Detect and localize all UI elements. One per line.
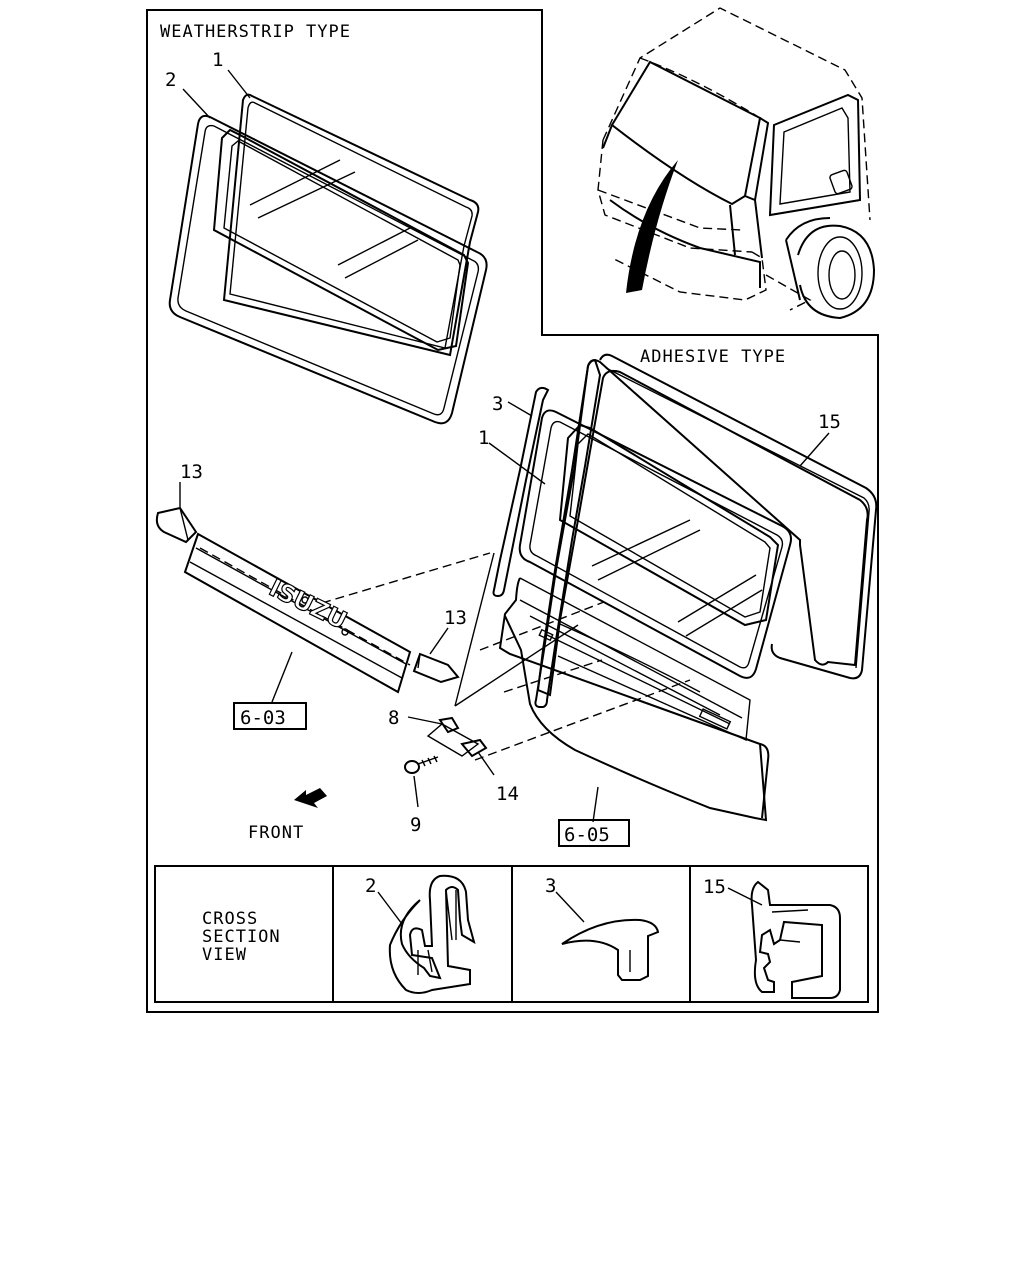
ref-605-label: 6-05 bbox=[564, 824, 610, 846]
front-direction-label: FRONT bbox=[248, 823, 304, 843]
section-label-2: 2 bbox=[365, 875, 376, 897]
callout-fastener-14: 14 bbox=[496, 783, 519, 805]
adhesive-molding-seal bbox=[536, 353, 878, 697]
lower-front-panel bbox=[498, 577, 770, 822]
callout-trim-13-left: 13 bbox=[180, 461, 203, 483]
adhesive-type-title: ADHESIVE TYPE bbox=[640, 347, 786, 367]
cross-section-caption-2: SECTION bbox=[202, 927, 281, 947]
section-profile-dam bbox=[561, 918, 660, 981]
callout-ad-3: 3 bbox=[492, 393, 503, 415]
front-arrow-icon bbox=[294, 788, 327, 808]
callout-ad-1: 1 bbox=[478, 427, 489, 449]
callout-screw-9: 9 bbox=[410, 814, 421, 836]
truck-cab-illustration bbox=[597, 7, 876, 320]
cross-section-caption-3: VIEW bbox=[202, 945, 247, 965]
adhesive-windshield bbox=[518, 409, 792, 679]
callout-clip-8: 8 bbox=[388, 707, 399, 729]
weatherstrip-seal-frame bbox=[222, 93, 480, 357]
section-label-3: 3 bbox=[545, 875, 556, 897]
callout-ws-1: 1 bbox=[212, 49, 223, 71]
callout-ws-2: 2 bbox=[165, 69, 176, 91]
weatherstrip-windshield bbox=[168, 114, 488, 425]
cross-section-panel bbox=[154, 865, 869, 1003]
weatherstrip-type-title: WEATHERSTRIP TYPE bbox=[160, 22, 351, 42]
location-pointer bbox=[626, 160, 678, 293]
ref-box-603 bbox=[233, 702, 307, 730]
callout-ad-15: 15 bbox=[818, 411, 841, 433]
trim-cap-right bbox=[412, 652, 460, 684]
ref-box-605 bbox=[558, 819, 630, 847]
section-label-15: 15 bbox=[703, 876, 726, 898]
section-profile-molding bbox=[750, 880, 841, 999]
isuzu-grille-panel: ISUZU bbox=[183, 532, 412, 694]
trim-cap-left bbox=[155, 506, 198, 544]
callout-trim-13-right: 13 bbox=[444, 607, 467, 629]
fastener-cluster bbox=[404, 716, 488, 774]
cross-section-caption-1: CROSS bbox=[202, 909, 258, 929]
section-profile-weatherstrip bbox=[388, 874, 476, 994]
ref-603-label: 6-03 bbox=[240, 707, 286, 729]
diagram-frame bbox=[146, 9, 879, 1013]
